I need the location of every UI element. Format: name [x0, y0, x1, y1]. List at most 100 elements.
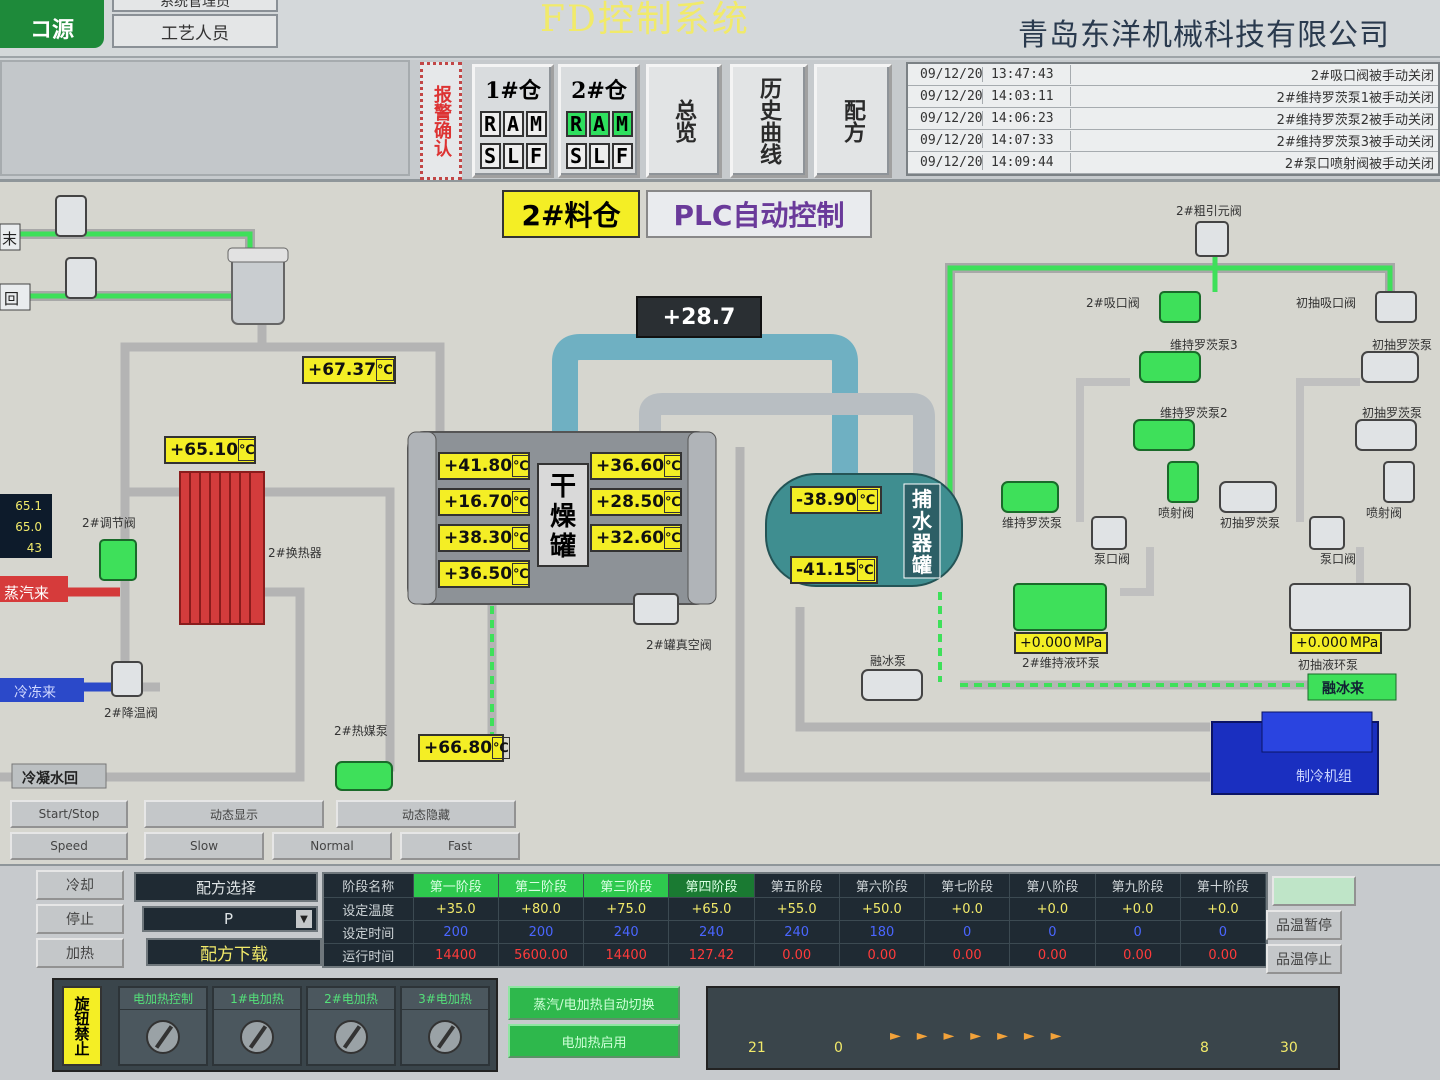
knob-panel: 旋钮禁止 电加热控制 1#电加热 2#电加热 3#电加热: [52, 978, 498, 1072]
recipe-header-cell: 第六阶段: [840, 874, 926, 897]
recipe-run-cell: 0.00: [755, 944, 840, 966]
top-reading: +28.7: [636, 296, 762, 338]
counter-right-2: 30: [1280, 1040, 1298, 1056]
melt-pump-label: 融冰泵: [870, 654, 907, 668]
recipe-time-cell: 0: [925, 921, 1011, 943]
recipe-run-cell: 127.42: [669, 944, 755, 966]
knob-dial-icon[interactable]: [334, 1020, 368, 1054]
cool-button[interactable]: 冷却: [36, 870, 124, 900]
indicator-blank: [1272, 876, 1356, 906]
history-curve-button[interactable]: 历史曲线: [730, 64, 808, 178]
knob-heater-3[interactable]: 3#电加热: [400, 986, 490, 1066]
dryer-temp-r1-value: +36.60: [596, 456, 665, 476]
temp-valve-label: 2#降温阀: [104, 706, 158, 720]
recipe-select-dropdown[interactable]: P▼: [142, 906, 318, 932]
side-value-2: 65.0: [15, 520, 42, 534]
knob-heater-1[interactable]: 1#电加热: [212, 986, 302, 1066]
recipe-select-label: 配方选择: [195, 878, 256, 897]
recipe-download-button[interactable]: 配方下载: [146, 938, 322, 966]
top-user-label: 系统管理员: [160, 0, 230, 10]
speed-slow-button[interactable]: Slow: [144, 832, 264, 860]
recipe-select-value: P: [224, 910, 234, 928]
speed-fast-button[interactable]: Fast: [400, 832, 520, 860]
mode-label-text: PLC自动控制: [673, 199, 845, 232]
dynamic-hide-button[interactable]: 动态隐藏: [336, 800, 516, 828]
company-logo: コ源: [0, 0, 104, 48]
heat-button[interactable]: 加热: [36, 938, 124, 968]
knob-heater-3-label: 3#电加热: [402, 988, 488, 1010]
pressure-ring2-value: +0.000: [1296, 635, 1348, 651]
knob-dial-icon[interactable]: [428, 1020, 462, 1054]
stop-button[interactable]: 停止: [36, 904, 124, 934]
elec-enable-button[interactable]: 电加热启用: [508, 1024, 680, 1058]
unit-celsius: ℃: [376, 359, 394, 381]
auto-switch-label: 蒸汽/电加热自动切换: [533, 997, 655, 1013]
recipe-time-cell: 240: [755, 921, 840, 943]
product-stop-label: 品温停止: [1276, 952, 1332, 968]
bin1-a: A: [502, 111, 524, 137]
side-readouts: 65.1 65.0 43: [8, 496, 42, 559]
counter-right-1: 8: [1200, 1040, 1209, 1056]
top-user-box[interactable]: 系统管理员: [112, 0, 278, 12]
recipe-temp-cell: +55.0: [755, 898, 840, 920]
speed-normal-label: Normal: [310, 839, 354, 853]
mode-label: PLC自动控制: [646, 190, 872, 238]
recipe-temp-cell: +75.0: [584, 898, 670, 920]
roots-r1-label: 初抽罗茨泵: [1372, 338, 1433, 352]
knob-heater-2-label: 2#电加热: [308, 988, 394, 1010]
cold-return-label: 回: [4, 290, 20, 308]
chiller-label: 制冷机组: [1296, 769, 1352, 785]
product-stop-button[interactable]: 品温停止: [1266, 944, 1342, 974]
dryer-temp-l2: +16.70℃: [438, 488, 530, 516]
recipe-button[interactable]: 配方: [814, 64, 892, 178]
overview-button[interactable]: 总览: [646, 64, 722, 178]
ring2-label: 初抽液环泵: [1298, 658, 1359, 672]
recipe-run-cell: 0.00: [840, 944, 926, 966]
recipe-temp-cell: +0.0: [1096, 898, 1181, 920]
pump-valve1-label: 泵口阀: [1094, 552, 1131, 566]
dryer-label: 干燥罐: [549, 472, 576, 562]
product-pause-label: 品温暂停: [1276, 918, 1332, 934]
chevron-down-icon[interactable]: ▼: [296, 910, 312, 928]
product-pause-button[interactable]: 品温暂停: [1266, 910, 1342, 940]
recipe-temp-cell: +0.0: [925, 898, 1011, 920]
speed-normal-button[interactable]: Normal: [272, 832, 392, 860]
alarm-confirm-button[interactable]: 报警确认: [420, 62, 462, 180]
auto-switch-button[interactable]: 蒸汽/电加热自动切换: [508, 986, 680, 1020]
dryer-temp-l1-value: +41.80: [444, 456, 513, 476]
dynamic-show-button[interactable]: 动态显示: [144, 800, 324, 828]
dryer-temp-l2-value: +16.70: [444, 492, 513, 512]
recipe-run-cell: 0.00: [1181, 944, 1266, 966]
heat-label: 加热: [66, 946, 94, 962]
recipe-run-cell: 5600.00: [499, 944, 585, 966]
knob-dial-icon[interactable]: [240, 1020, 274, 1054]
unit-celsius: ℃: [238, 439, 256, 461]
start-stop-button[interactable]: Start/Stop: [10, 800, 128, 828]
recipe-run-cell: 运行时间: [324, 944, 414, 966]
ring1-label: 2#维持液环泵: [1022, 656, 1100, 670]
user-box[interactable]: 工艺人员: [112, 14, 278, 48]
trap-temp-2-value: -41.15: [796, 560, 857, 580]
recipe-header-cell: 第一阶段: [413, 874, 499, 897]
dryer-temp-r2: +28.50℃: [590, 488, 682, 516]
recipe-temp-cell: +80.0: [499, 898, 585, 920]
recipe-run-cell: 0.00: [1010, 944, 1096, 966]
alarm-date: 09/12/20: [920, 111, 983, 126]
knob-dial-icon[interactable]: [146, 1020, 180, 1054]
knob-heater-2[interactable]: 2#电加热: [306, 986, 396, 1066]
progress-arrows-icon: ►►►►►►►: [890, 1028, 1078, 1044]
counter-left: 21: [748, 1040, 766, 1056]
recipe-download-label: 配方下载: [200, 944, 268, 965]
knob-elec-control[interactable]: 电加热控制: [118, 986, 208, 1066]
